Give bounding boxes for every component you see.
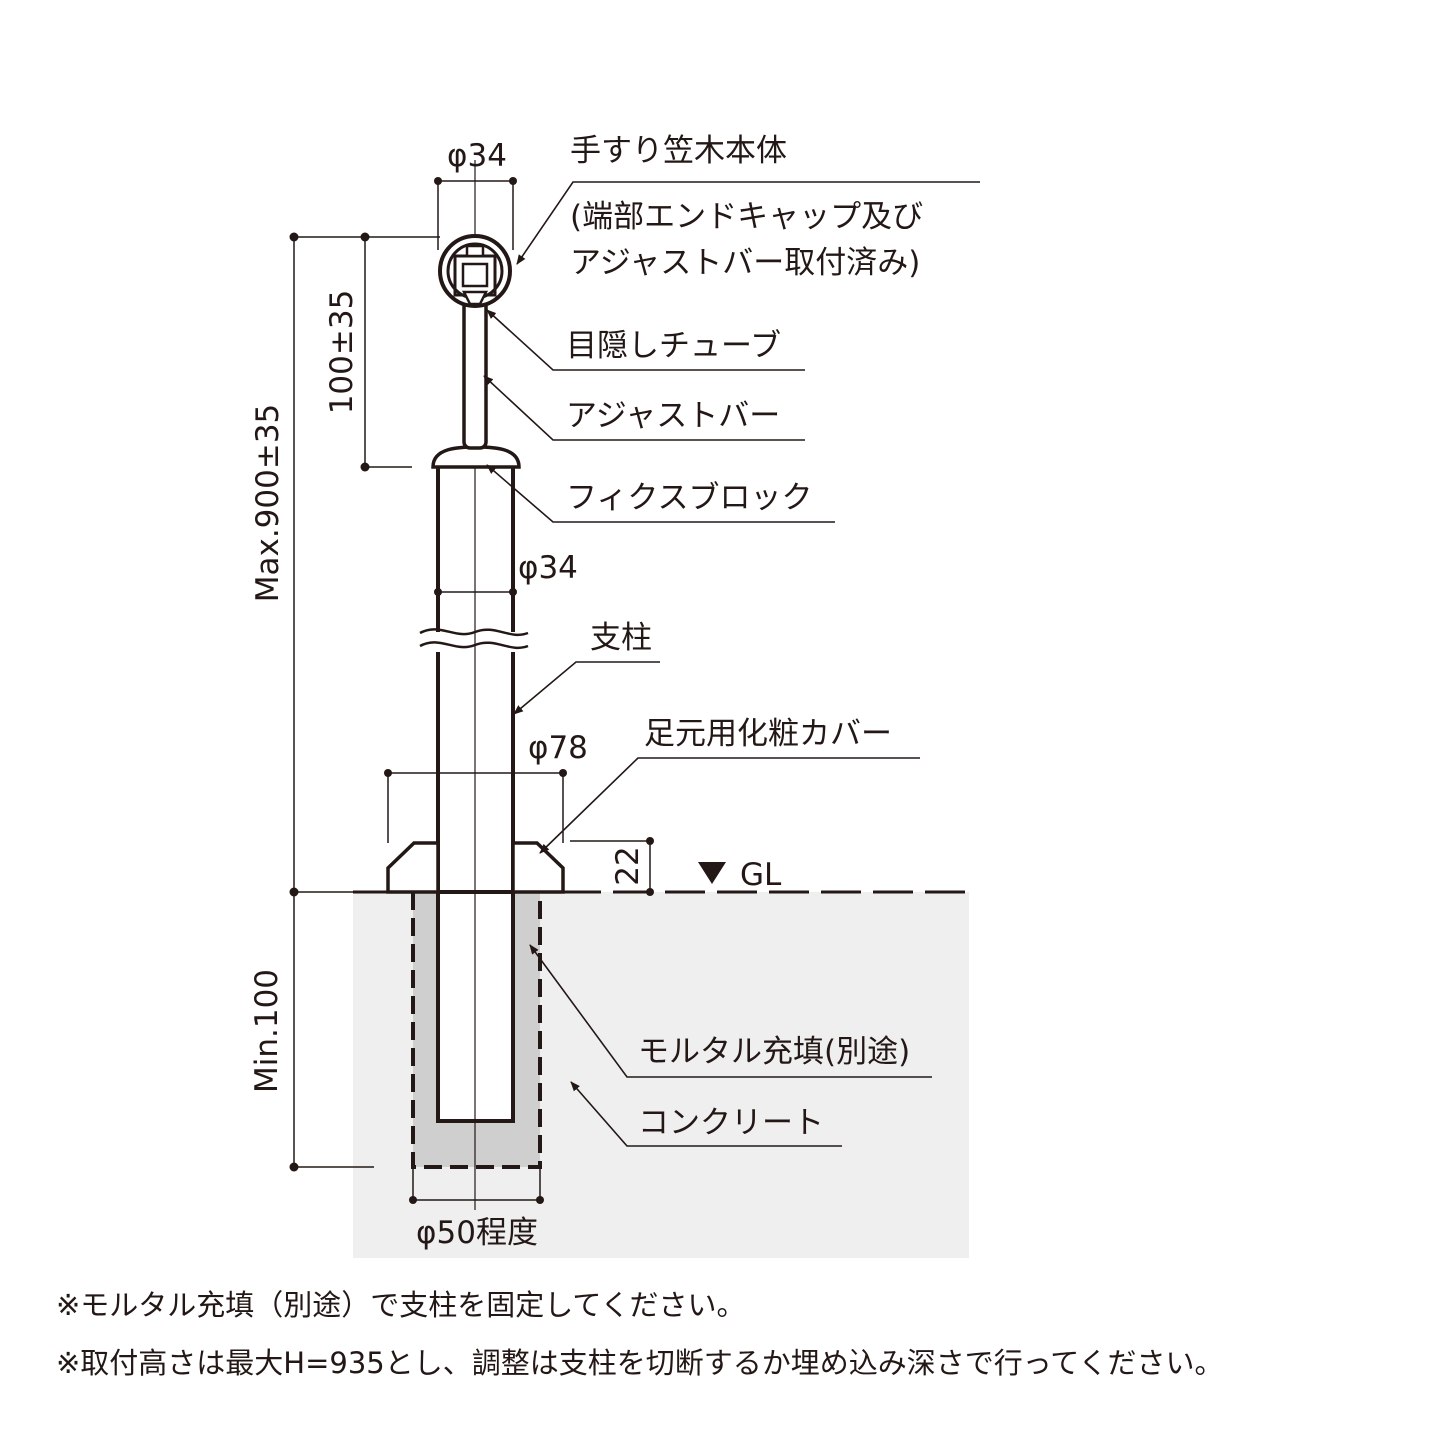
leader-fix-block <box>486 464 835 523</box>
label-handrail-note-2: アジャストバー取付済み) <box>570 245 920 281</box>
max-height-label: Max.900±35 <box>250 404 286 603</box>
gl-label: GL <box>740 857 782 893</box>
post-diameter-label: φ34 <box>518 550 578 586</box>
dim-post-diameter <box>434 588 517 596</box>
leader-base-cover <box>539 757 920 854</box>
hole-diameter-label: φ50程度 <box>416 1215 538 1251</box>
hole-outline <box>411 892 542 1169</box>
rail-section <box>438 234 512 308</box>
leader-cover-tube <box>486 309 805 371</box>
rail-diameter-label: φ34 <box>447 138 507 174</box>
label-post: 支柱 <box>590 620 652 656</box>
note-height: ※取付高さは最大H=935とし、調整は支柱を切断するか埋め込み深さで行ってくださ… <box>56 1346 1224 1380</box>
dim-adjust-range <box>360 232 412 472</box>
label-handrail-note-1: (端部エンドキャップ及び <box>570 199 923 235</box>
label-adjust-bar: アジャストバー <box>566 398 780 434</box>
fix-block <box>431 445 521 469</box>
dim-min-depth <box>289 892 374 1172</box>
dim-hole-diameter <box>409 1167 544 1204</box>
label-mortar: モルタル充填(別途) <box>638 1034 910 1070</box>
label-concrete: コンクリート <box>638 1105 824 1141</box>
leaders <box>483 181 980 1147</box>
cover-height-label: 22 <box>610 846 646 885</box>
label-fix-block: フィクスブロック <box>566 480 812 516</box>
label-cover-tube: 目隠しチューブ <box>566 328 781 364</box>
base-cover-left <box>386 841 440 894</box>
adjust-bar <box>462 298 488 450</box>
dim-cover-height <box>570 837 654 896</box>
leader-adjust-bar <box>483 375 805 441</box>
adjust-range-label: 100±35 <box>324 290 360 415</box>
label-base-cover: 足元用化粧カバー <box>644 716 892 752</box>
min-depth-label: Min.100 <box>249 969 285 1093</box>
dim-rail-diameter <box>434 177 517 250</box>
post-upper <box>436 467 515 632</box>
leader-post <box>513 661 660 715</box>
leader-handrail-body <box>516 181 980 265</box>
break-mark <box>419 628 529 649</box>
leader-mortar <box>529 944 932 1078</box>
gl-triangle-icon <box>698 862 726 884</box>
cover-diameter-label: φ78 <box>528 730 588 766</box>
note-mortar: ※モルタル充填（別途）で支柱を固定してください。 <box>56 1288 746 1322</box>
base-cover-right <box>511 841 565 894</box>
leader-concrete <box>570 1081 842 1147</box>
label-handrail-body: 手すり笠木本体 <box>570 133 787 169</box>
